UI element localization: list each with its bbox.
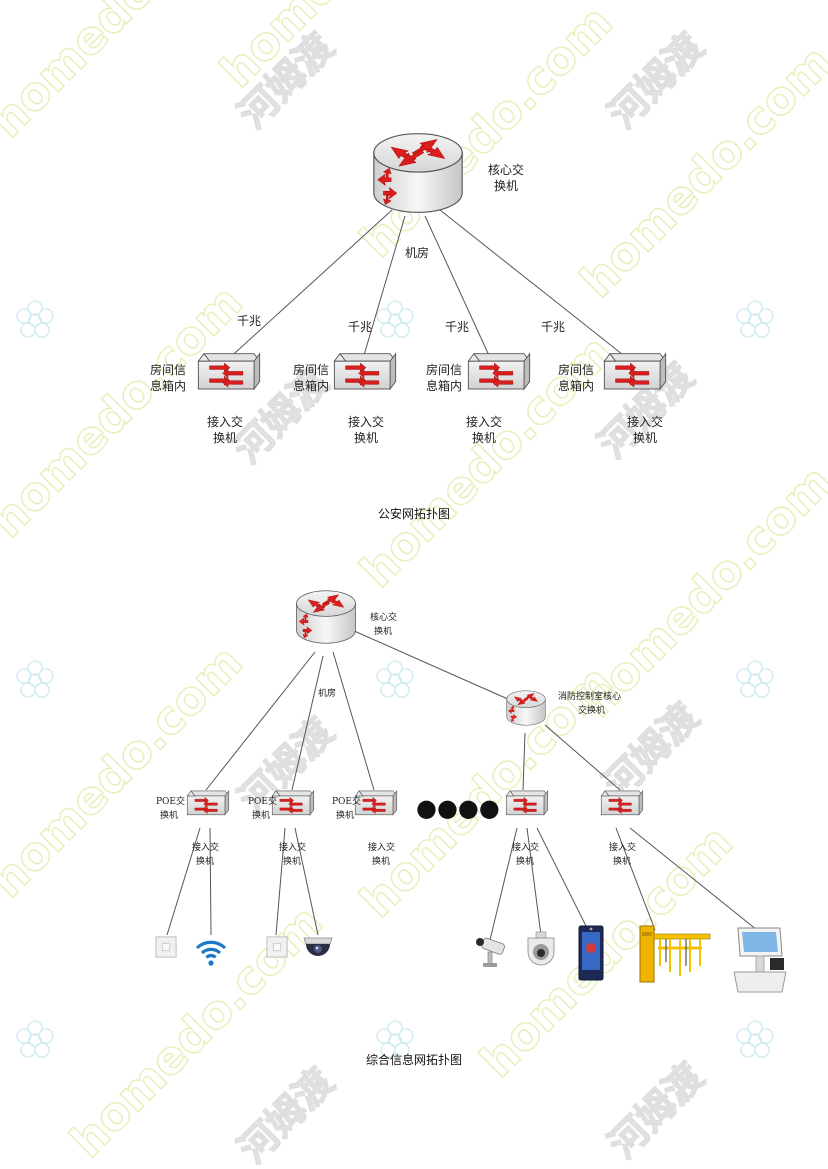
access-switch-icon	[505, 790, 549, 816]
access-switch-label: 接入交换机	[368, 841, 395, 867]
pos-terminal-icon	[733, 927, 787, 993]
core-switch-icon	[295, 590, 357, 644]
link-core-to-switch-1	[224, 209, 393, 363]
watermark-latin: homedo.com	[0, 275, 253, 548]
link-speed-label: 千兆	[541, 320, 565, 334]
diagram-caption: 综合信息网拓扑图	[366, 1052, 462, 1067]
box-location-label: 房间信息箱内	[558, 362, 594, 393]
link-device	[536, 827, 589, 931]
wall-socket-icon	[266, 936, 288, 958]
wall-socket-icon	[155, 936, 177, 958]
link-device	[629, 827, 758, 931]
diagram-caption: 公安网拓扑图	[378, 506, 450, 521]
box-location-label: 房间信息箱内	[293, 362, 329, 393]
access-switch-label: 接入交换机	[627, 414, 663, 445]
link-device	[294, 827, 319, 936]
access-switch-label: 接入交换机	[207, 414, 243, 445]
access-switch-label: 接入交换机	[466, 414, 502, 445]
room-label: 机房	[405, 245, 429, 260]
box-location-label: 房间信息箱内	[150, 362, 186, 393]
core-switch-label: 核心交换机	[488, 162, 524, 193]
fire-control-core-switch-icon	[506, 690, 546, 726]
link-speed-label: 千兆	[237, 314, 261, 328]
dome-camera-icon	[303, 937, 333, 956]
core-switch-label: 核心交换机	[370, 611, 397, 637]
core-switch-icon	[373, 133, 463, 213]
access-switch-icon	[603, 353, 667, 390]
watermark-latin: homedo.com	[350, 0, 623, 268]
link-core-to-poe-2	[291, 655, 324, 791]
link-speed-label: 千兆	[445, 320, 469, 334]
access-switch-icon	[197, 353, 261, 390]
access-switch-label: 接入交换机	[512, 841, 539, 867]
link-speed-label: 千兆	[348, 320, 372, 334]
access-switch-label: 接入交换机	[348, 414, 384, 445]
watermark-latin: homedo.com	[570, 35, 828, 308]
box-location-label: 房间信息箱内	[426, 362, 462, 393]
link-core-to-fire-core	[351, 629, 511, 701]
barrier-gate-icon	[639, 925, 711, 983]
access-switch-label: 接入交换机	[609, 841, 636, 867]
link-core-to-poe-3	[332, 651, 375, 791]
link-device	[166, 827, 201, 936]
watermark-latin: homedo.com	[0, 0, 253, 148]
link-fire-core-to-switch-2	[544, 724, 621, 791]
fire-control-core-switch-label: 消防控制室核心交换机	[558, 690, 621, 716]
watermark-chinese: 河姆渡	[600, 1055, 712, 1167]
watermark-latin: homedo.com	[210, 0, 483, 98]
wifi-icon	[195, 940, 227, 966]
watermark-chinese: 河姆渡	[600, 25, 712, 137]
room-label: 机房	[318, 687, 336, 699]
watermark-chinese: 河姆渡	[230, 1060, 342, 1169]
ptz-camera-icon	[527, 931, 555, 966]
link-core-to-switch-2	[361, 215, 406, 363]
link-device	[615, 827, 656, 931]
poe-switch-icon	[271, 790, 315, 816]
link-core-to-poe-1	[205, 651, 316, 791]
diagram-integrated-info-network: 核心交换机 机房 消防控制室核心交换机 POE交换机 POE交换机 POE交换机…	[155, 590, 787, 1067]
poe-switch-icon	[354, 790, 398, 816]
access-switch-icon	[333, 353, 397, 390]
link-device	[489, 827, 518, 941]
link-device	[209, 827, 212, 936]
poe-switch-icon	[186, 790, 230, 816]
ellipsis-indicator: ●●●●	[416, 794, 500, 822]
link-device	[275, 827, 286, 936]
poe-switch-label: POE交换机	[332, 795, 361, 821]
face-recognition-terminal-icon	[578, 925, 604, 981]
access-switch-label: 接入交换机	[279, 841, 306, 867]
bullet-camera-icon	[476, 937, 505, 967]
access-switch-icon	[600, 790, 644, 816]
access-switch-label: 接入交换机	[192, 841, 219, 867]
link-core-to-switch-4	[439, 209, 633, 363]
poe-switch-label: POE交换机	[248, 795, 277, 821]
diagram-public-security-network: 核心交换机 机房 千兆 千兆 千兆 千兆 房间信息箱内 房间信息箱内 房间信息箱…	[150, 133, 667, 521]
watermark-latin: homedo.com	[0, 635, 253, 908]
link-core-to-switch-3	[424, 215, 493, 363]
link-device	[526, 827, 542, 936]
link-fire-core-to-switch-1	[522, 732, 526, 791]
watermark-flower-icon	[16, 300, 774, 1058]
poe-switch-label: POE交换机	[156, 795, 185, 821]
access-switch-icon	[467, 353, 531, 390]
